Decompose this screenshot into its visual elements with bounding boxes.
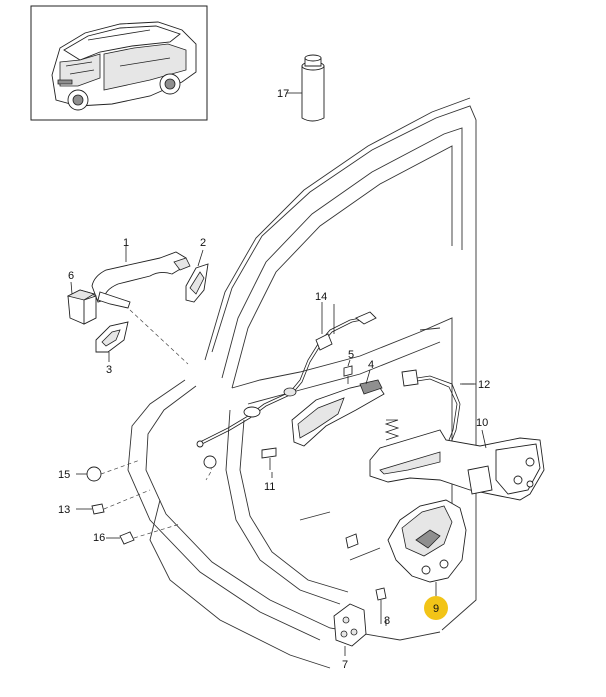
part-8-screw	[375, 587, 387, 626]
callout-labels: 17 1 2 6 3 14 5 4 12 10 11 15 13 16 9 8 …	[58, 88, 490, 671]
part-5-screw	[343, 359, 353, 384]
part-2-handle-bracket	[185, 249, 209, 303]
callout-1: 1	[123, 237, 129, 249]
callout-11: 11	[264, 481, 275, 493]
callout-3: 3	[106, 364, 112, 376]
part-9-door-lock	[387, 499, 467, 596]
callout-16: 16	[93, 532, 105, 544]
callout-9: 9	[433, 603, 439, 615]
callout-5: 5	[348, 349, 354, 361]
part-4-inner-handle	[291, 369, 400, 447]
callout-15: 15	[58, 469, 70, 481]
part-6-cap	[66, 281, 97, 325]
leader-lines	[333, 304, 476, 385]
vehicle-thumbnail	[30, 5, 208, 121]
callout-9-highlight	[424, 596, 448, 620]
callout-14: 14	[315, 291, 327, 303]
part-15-plug	[76, 459, 141, 482]
part-16-plug	[106, 523, 181, 545]
callout-8: 8	[384, 615, 390, 627]
part-1-door-handle	[91, 246, 191, 365]
part-17-lubricant-can	[286, 54, 325, 122]
part-11-clip	[261, 447, 277, 478]
callout-12: 12	[478, 379, 490, 391]
part-7-striker	[333, 603, 367, 656]
callout-6: 6	[68, 270, 74, 282]
callout-10: 10	[476, 417, 488, 429]
part-13-clip	[76, 489, 151, 515]
part-10-bracket	[369, 429, 545, 501]
door-outline	[127, 97, 477, 669]
callout-2: 2	[200, 237, 206, 249]
part-14-bowden-cable	[196, 302, 377, 448]
callout-7: 7	[342, 659, 348, 671]
part-3-gasket	[95, 321, 129, 362]
callout-17: 17	[277, 88, 289, 100]
callout-4: 4	[368, 359, 374, 371]
callout-13: 13	[58, 504, 70, 516]
